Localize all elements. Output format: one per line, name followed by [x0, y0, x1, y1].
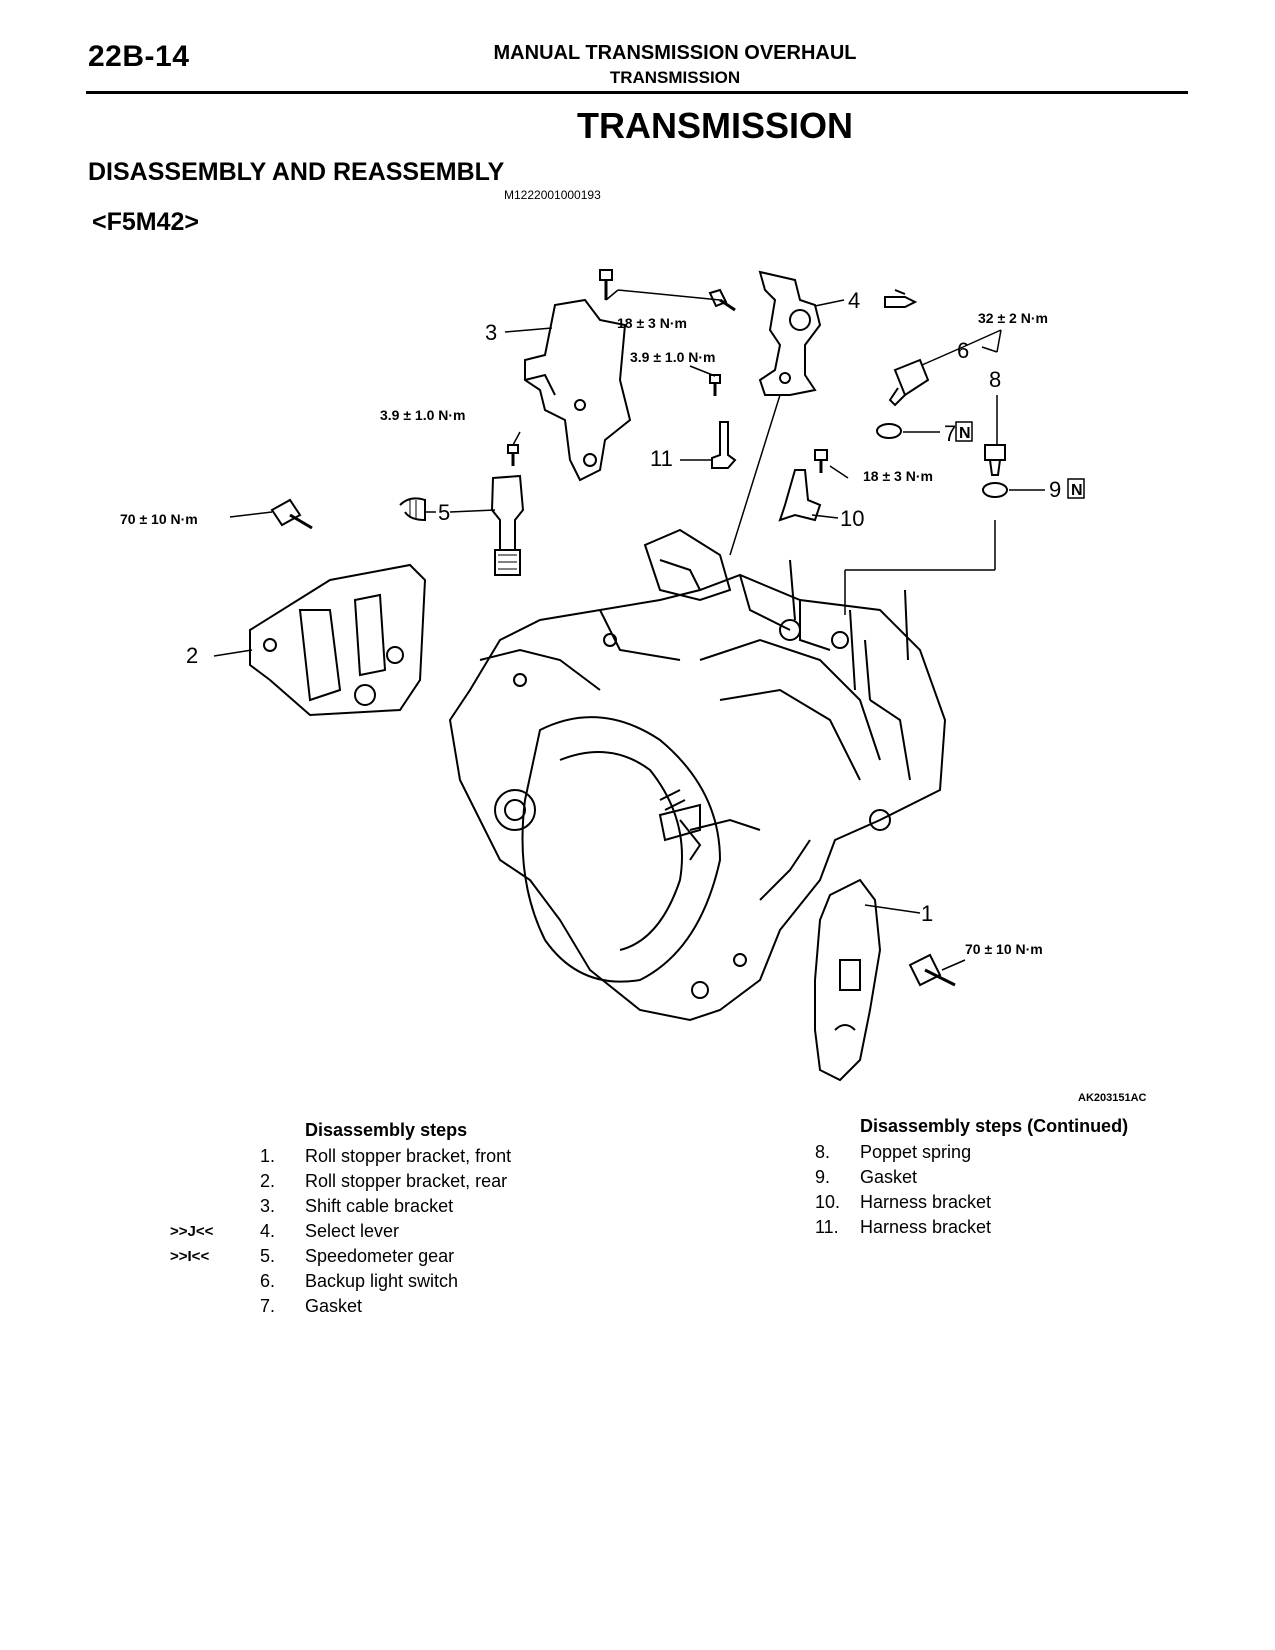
shift-cable-bracket: [524, 298, 632, 482]
step-label: Backup light switch: [305, 1271, 459, 1291]
callout-3: 3: [485, 320, 497, 345]
steps-list-right: Disassembly steps (Continued) 8. Poppet …: [815, 1116, 1195, 1242]
steps-heading: Disassembly steps: [305, 1120, 468, 1140]
bolt-part-2: [270, 498, 313, 530]
step-label: Gasket: [860, 1167, 918, 1187]
step-label: Harness bracket: [860, 1192, 992, 1212]
list-item: 11. Harness bracket: [815, 1217, 1195, 1242]
section-title: DISASSEMBLY AND REASSEMBLY: [88, 158, 505, 186]
header-title: MANUAL TRANSMISSION OVERHAUL: [493, 42, 857, 64]
step-label: Roll stopper bracket, front: [305, 1146, 512, 1166]
list-item: 6. Backup light switch: [170, 1271, 610, 1296]
bolt-speedometer: [507, 444, 519, 466]
model-code: <F5M42>: [92, 208, 200, 236]
callout-1: 1: [921, 901, 933, 926]
step-number: 11.: [815, 1217, 839, 1237]
torque-70-left: 70 ± 10 N·m: [120, 511, 198, 527]
torque-70-right: 70 ± 10 N·m: [965, 941, 1043, 957]
bolt-top-left: [599, 269, 613, 300]
list-item: 2. Roll stopper bracket, rear: [170, 1171, 610, 1196]
leader-lines: [213, 289, 1045, 971]
step-label: Gasket: [305, 1296, 363, 1316]
callout-9: 9: [1049, 477, 1061, 502]
step-label: Shift cable bracket: [305, 1196, 454, 1216]
step-number: 3.: [260, 1196, 276, 1216]
roll-stopper-bracket-front: [814, 878, 882, 1082]
step-label: Select lever: [305, 1221, 400, 1241]
new-part-mark-7: N: [959, 425, 971, 442]
header-rule: [86, 91, 1188, 94]
step-label: Poppet spring: [860, 1142, 972, 1162]
bolt-part-10: [814, 449, 828, 473]
grease-icon: [884, 289, 918, 308]
callout-6: 6: [957, 338, 969, 363]
page-title: TRANSMISSION: [576, 105, 853, 146]
list-item: >>I<< 5. Speedometer gear: [170, 1246, 610, 1271]
callout-8: 8: [989, 367, 1001, 392]
steps-list-left: Disassembly steps 1. Roll stopper bracke…: [170, 1120, 610, 1321]
harness-bracket-10: [778, 469, 822, 522]
torque-32: 32 ± 2 N·m: [978, 310, 1048, 326]
callout-10: 10: [840, 506, 864, 531]
list-item: 1. Roll stopper bracket, front: [170, 1146, 610, 1171]
callout-5: 5: [438, 500, 450, 525]
transmission-diagram: 3 4 6 8 7 11 9 5 10 2 1 N N 18 ± 3 N·m 3…: [120, 269, 1085, 1082]
list-item: 7. Gasket: [170, 1296, 610, 1321]
torque-3-9-left: 3.9 ± 1.0 N·m: [380, 407, 466, 423]
step-number: 5.: [260, 1246, 276, 1266]
gasket-part-7: [876, 423, 902, 439]
step-number: 7.: [260, 1296, 276, 1316]
torque-labels: 18 ± 3 N·m 3.9 ± 1.0 N·m 3.9 ± 1.0 N·m 3…: [120, 310, 1048, 957]
list-item: >>J<< 4. Select lever: [170, 1221, 610, 1246]
callout-2: 2: [186, 643, 198, 668]
list-item: 9. Gasket: [815, 1167, 1195, 1192]
backup-light-switch: [888, 358, 930, 407]
steps-heading-continued: Disassembly steps (Continued): [860, 1116, 1129, 1136]
figure-code: AK203151AC: [1078, 1092, 1147, 1104]
bolt-part-1: [908, 953, 956, 987]
step-number: 9.: [815, 1167, 831, 1187]
list-item: 10. Harness bracket: [815, 1192, 1195, 1217]
step-label: Harness bracket: [860, 1217, 992, 1237]
select-lever: [758, 270, 822, 396]
new-part-mark-9: N: [1071, 482, 1083, 499]
harness-bracket-11: [711, 421, 737, 469]
spring-clip-icon: [399, 497, 426, 522]
callout-4: 4: [848, 288, 860, 313]
bolt-small-center: [709, 374, 721, 396]
header-subtitle: TRANSMISSION: [609, 68, 741, 87]
step-label: Speedometer gear: [305, 1246, 455, 1266]
transmission-housing: [448, 528, 947, 1022]
step-number: 1.: [260, 1146, 276, 1166]
step-label: Roll stopper bracket, rear: [305, 1171, 508, 1191]
step-number: 8.: [815, 1142, 831, 1162]
gasket-part-9: [982, 482, 1008, 498]
step-number: 4.: [260, 1221, 276, 1241]
step-mark: >>I<<: [170, 1248, 210, 1265]
step-number: 6.: [260, 1271, 276, 1291]
callout-11: 11: [650, 446, 673, 471]
new-part-marks: N N: [955, 421, 1085, 499]
list-item: 8. Poppet spring: [815, 1142, 1195, 1167]
document-code: M1222001000193: [504, 188, 601, 202]
poppet-spring-plug: [984, 444, 1006, 476]
step-mark: >>J<<: [170, 1223, 214, 1240]
torque-3-9-top: 3.9 ± 1.0 N·m: [630, 349, 716, 365]
step-number: 10.: [815, 1192, 841, 1212]
speedometer-gear: [490, 474, 525, 576]
page-number: 22B-14: [88, 40, 190, 73]
bolt-top-right: [708, 288, 736, 312]
step-number: 2.: [260, 1171, 276, 1191]
list-item: 3. Shift cable bracket: [170, 1196, 610, 1221]
torque-18-mid: 18 ± 3 N·m: [863, 468, 933, 484]
callout-numbers: 3 4 6 8 7 11 9 5 10 2 1: [186, 288, 1061, 926]
torque-18-top: 18 ± 3 N·m: [617, 315, 687, 331]
callout-7: 7: [944, 421, 956, 446]
roll-stopper-bracket-rear: [249, 563, 427, 717]
